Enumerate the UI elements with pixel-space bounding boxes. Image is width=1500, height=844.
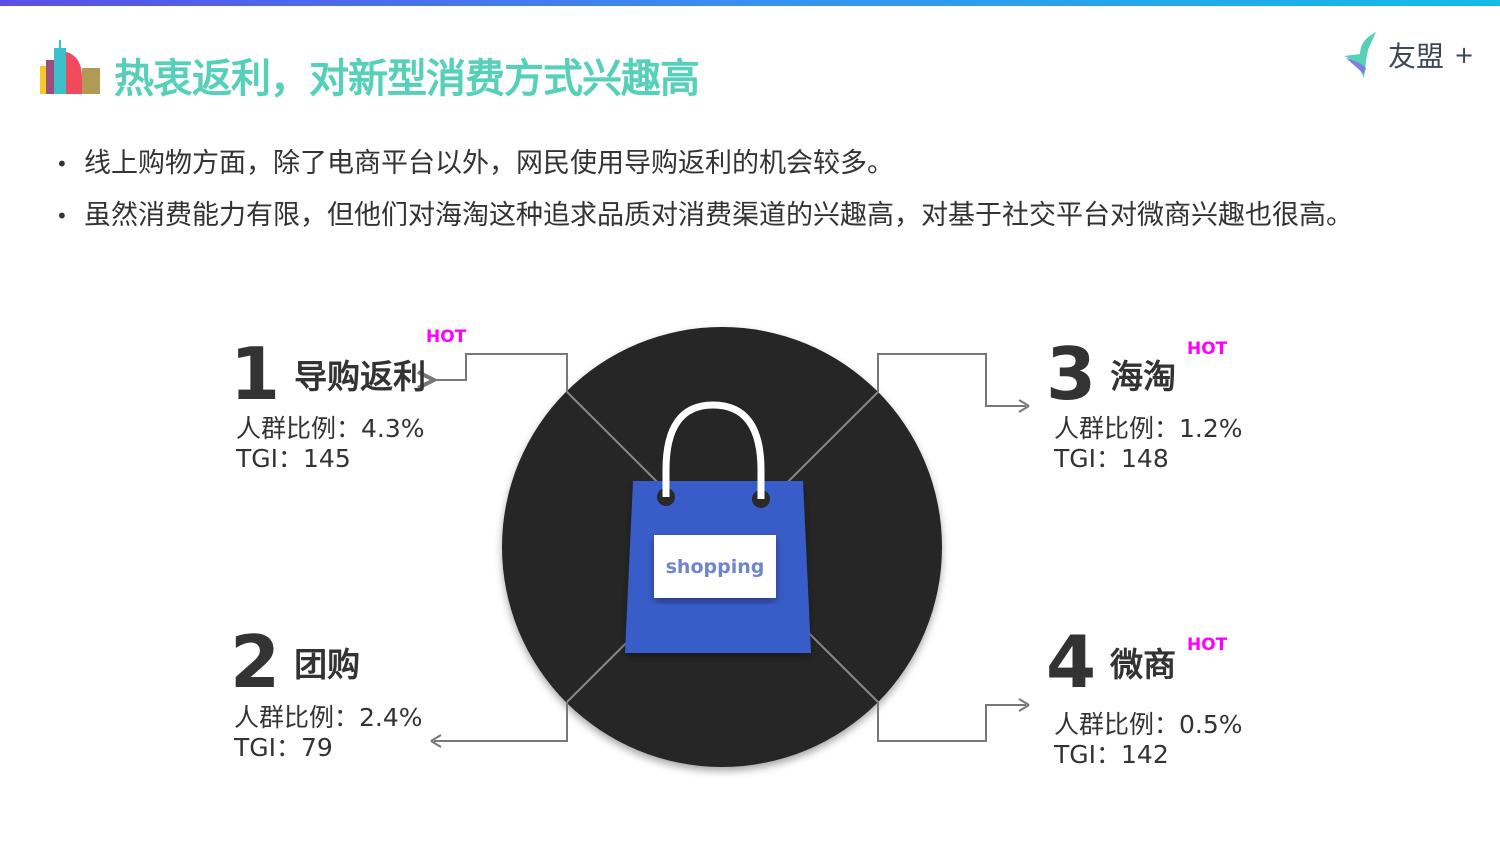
item-4-stats: 人群比例：0.5%TGI：142	[1054, 710, 1243, 769]
brand-plus: +	[1454, 41, 1475, 69]
item-2-stats: 人群比例：2.4%TGI：79	[234, 703, 423, 762]
page-title: 热衷返利，对新型消费方式兴趣高	[114, 56, 700, 102]
bird-logo-icon	[1344, 32, 1376, 78]
shopping-bag-icon	[625, 401, 811, 653]
hot-badge: HOT	[426, 327, 467, 347]
item-1-stats: 人群比例：4.3%TGI：145	[236, 414, 425, 473]
bullet-item: 线上购物方面，除了电商平台以外，网民使用导购返利的机会较多。	[56, 138, 1396, 190]
brand-name: 友盟	[1388, 40, 1445, 73]
item-3-stats: 人群比例：1.2%TGI：148	[1054, 414, 1243, 473]
bullet-item: 虽然消费能力有限，但他们对海淘这种追求品质对消费渠道的兴趣高，对基于社交平台对微…	[56, 190, 1396, 242]
connector-lines	[431, 353, 1030, 748]
hot-badge: HOT	[1187, 635, 1228, 655]
hot-badge: HOT	[1187, 339, 1228, 359]
bullet-list: 线上购物方面，除了电商平台以外，网民使用导购返利的机会较多。 虽然消费能力有限，…	[56, 138, 1396, 242]
brand-logo: 友盟 +	[1340, 30, 1474, 80]
top-gradient-bar	[0, 0, 1500, 6]
bag-label: shopping	[665, 556, 765, 578]
city-buildings-icon	[40, 40, 100, 94]
